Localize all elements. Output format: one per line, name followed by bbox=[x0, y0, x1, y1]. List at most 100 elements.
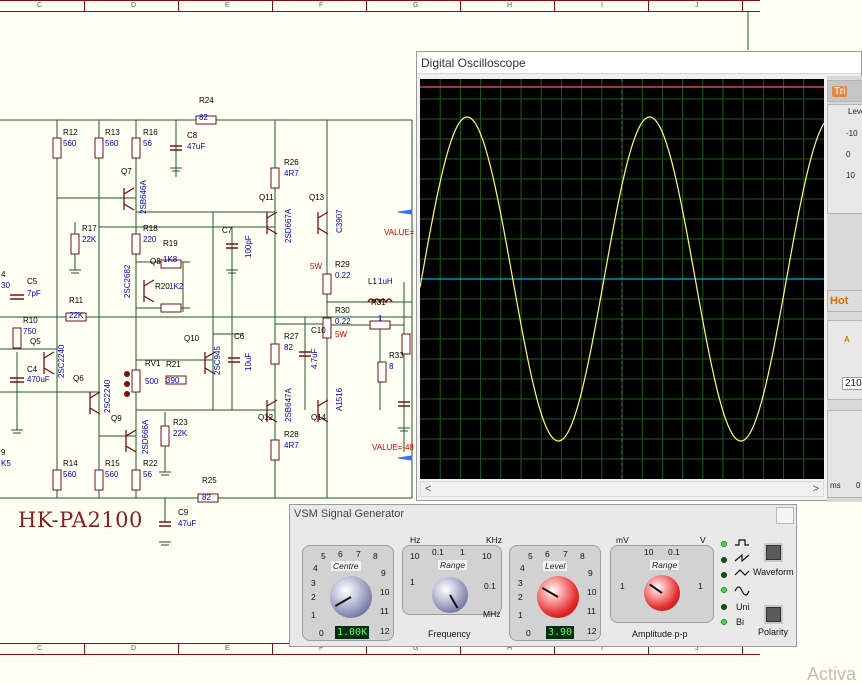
frequency-range-knob[interactable] bbox=[432, 577, 468, 613]
centre-label: Centre bbox=[331, 561, 361, 571]
polarity-button[interactable] bbox=[764, 605, 783, 624]
sawtooth-wave-led bbox=[721, 557, 727, 563]
level-knob[interactable] bbox=[537, 576, 579, 618]
label-r18-val: 220 bbox=[143, 235, 157, 244]
centre-knob[interactable] bbox=[330, 576, 372, 618]
mode-letter: A bbox=[844, 335, 850, 344]
hold-label: Hot bbox=[830, 295, 849, 307]
label-r29-ref: R29 bbox=[335, 260, 350, 269]
label-r12-ref: R12 bbox=[63, 128, 78, 137]
square-wave-icon bbox=[735, 539, 749, 546]
label-q7-val: 2SB646A bbox=[139, 180, 148, 214]
label-l1-val: 1uH bbox=[378, 277, 393, 286]
horizontal-scrollbar[interactable]: < > bbox=[420, 481, 824, 497]
brand-label: HK-PA2100 bbox=[18, 508, 143, 532]
level-tick-neg: -10 bbox=[846, 129, 858, 138]
label-value-plus: VALUE= bbox=[384, 228, 415, 237]
label-r13-val: 560 bbox=[105, 139, 119, 148]
label-value-minus: VALUE=-48 bbox=[372, 443, 414, 452]
amplifier-schematic[interactable] bbox=[0, 12, 862, 643]
amp-unit-mv: mV bbox=[616, 535, 629, 545]
freq-tick-0-1-mhz: 0.1 bbox=[484, 581, 496, 591]
amplitude-range-pointer bbox=[649, 583, 663, 594]
label-r15-val: 560 bbox=[105, 470, 119, 479]
centre-tick-6: 6 bbox=[338, 549, 343, 559]
label-r16-ref: R16 bbox=[143, 128, 158, 137]
close-button[interactable] bbox=[776, 507, 794, 524]
label-c9-ref: C9 bbox=[178, 508, 189, 517]
uni-led bbox=[721, 604, 727, 610]
label-r11-ref: R11 bbox=[69, 296, 84, 305]
label-q10-val: 2SC945 bbox=[213, 346, 222, 375]
label-r10-ref: R10 bbox=[23, 316, 38, 325]
label-q5-ref: Q5 bbox=[30, 337, 41, 346]
label-r13-ref: R13 bbox=[105, 128, 120, 137]
label-q6-val: 2SC2240 bbox=[103, 379, 112, 413]
ruler-tick bbox=[460, 1, 461, 12]
ruler-tick bbox=[648, 1, 649, 12]
amplitude-caption: Amplitude p-p bbox=[632, 629, 688, 639]
triangle-wave-icon bbox=[734, 569, 750, 576]
scroll-right-arrow[interactable]: > bbox=[812, 483, 819, 495]
centre-tick-5: 5 bbox=[321, 551, 326, 561]
polarity-label: Polarity bbox=[758, 627, 789, 637]
level-tick-6: 6 bbox=[545, 549, 550, 559]
level-panel[interactable]: Level -10 0 10 bbox=[827, 104, 862, 214]
ruler-column-f: F bbox=[319, 645, 324, 652]
level-tick-10: 10 bbox=[587, 587, 597, 597]
amplitude-range-knob[interactable] bbox=[644, 575, 680, 611]
label-r18-ref: R18 bbox=[143, 224, 158, 233]
label-c4-ref: C4 bbox=[27, 365, 38, 374]
scope-display[interactable] bbox=[420, 79, 824, 479]
timebase-value: 210 bbox=[842, 377, 862, 390]
centre-lcd: 1.00K bbox=[335, 626, 370, 639]
ruler-column-g: G bbox=[413, 645, 419, 652]
centre-pointer bbox=[334, 596, 352, 607]
ruler-tick bbox=[460, 644, 461, 655]
frequency-range-dial[interactable]: Hz KHz Range 10 0.1 1 10 1 0.1 MHz Frequ… bbox=[402, 535, 502, 641]
ruler-tick bbox=[84, 1, 85, 12]
ruler-column-j: J bbox=[695, 2, 699, 9]
unit-s: 0 bbox=[856, 481, 861, 490]
activation-watermark: Activa bbox=[807, 664, 857, 684]
label-r11-val: 22K bbox=[69, 311, 84, 320]
timebase-knob-panel[interactable]: ms 0 bbox=[827, 410, 862, 498]
centre-tick-1: 1 bbox=[311, 610, 316, 620]
ruler-tick bbox=[272, 644, 273, 655]
signal-generator-window[interactable]: VSM Signal Generator Centre 2 3 4 5 6 7 … bbox=[289, 504, 797, 647]
level-dial[interactable]: Level 2 3 4 5 6 7 8 9 10 11 12 0 1 3.90 bbox=[509, 545, 601, 641]
ruler-column-h: H bbox=[507, 645, 513, 652]
label-l1-ref: L1 bbox=[368, 277, 377, 286]
trigger-tab[interactable]: Tri bbox=[827, 80, 862, 102]
freq-tick-1-hz: 1 bbox=[410, 577, 415, 587]
level-tick-pos: 10 bbox=[846, 171, 855, 180]
label-q11-ref: Q11 bbox=[259, 193, 274, 202]
mode-panel[interactable]: A 210 bbox=[827, 320, 862, 400]
label-r25-val: 82 bbox=[202, 493, 211, 502]
level-tick-2: 2 bbox=[518, 592, 523, 602]
label-r14-val: 560 bbox=[63, 470, 77, 479]
label-r19-ref: R19 bbox=[163, 239, 178, 248]
bi-led bbox=[721, 619, 727, 625]
centre-tick-11: 11 bbox=[380, 606, 389, 616]
level-tick-12: 12 bbox=[587, 626, 597, 636]
ruler-tick bbox=[84, 644, 85, 655]
label-r20-ref: R20 bbox=[155, 282, 170, 291]
ruler-tick bbox=[648, 644, 649, 655]
oscilloscope-window[interactable]: Digital Oscilloscope < > Tri Level -10 0… bbox=[416, 51, 862, 502]
label-r20-val: 1K2 bbox=[169, 282, 184, 291]
centre-dial[interactable]: Centre 2 3 4 5 6 7 8 9 10 11 12 0 1 1.00… bbox=[302, 545, 394, 641]
label-r26-val: 4R7 bbox=[284, 169, 299, 178]
label-edge-9: 9 bbox=[1, 448, 6, 457]
centre-tick-2: 2 bbox=[311, 592, 316, 602]
waveform-button[interactable] bbox=[764, 543, 783, 562]
scope-control-panel[interactable]: Tri Level -10 0 10 Hot A 210 ms 0 bbox=[827, 76, 862, 502]
label-r21-val: 390 bbox=[166, 376, 180, 385]
amplitude-range-dial[interactable]: mV V Range 10 0.1 1 1 Amplitude p-p bbox=[610, 535, 714, 641]
label-q14-ref: Q14 bbox=[311, 413, 327, 422]
label-q10-ref: Q10 bbox=[184, 334, 200, 343]
scroll-left-arrow[interactable]: < bbox=[425, 483, 432, 495]
label-r30-ref: R30 bbox=[335, 306, 350, 315]
hold-tab[interactable]: Hot bbox=[827, 290, 862, 312]
